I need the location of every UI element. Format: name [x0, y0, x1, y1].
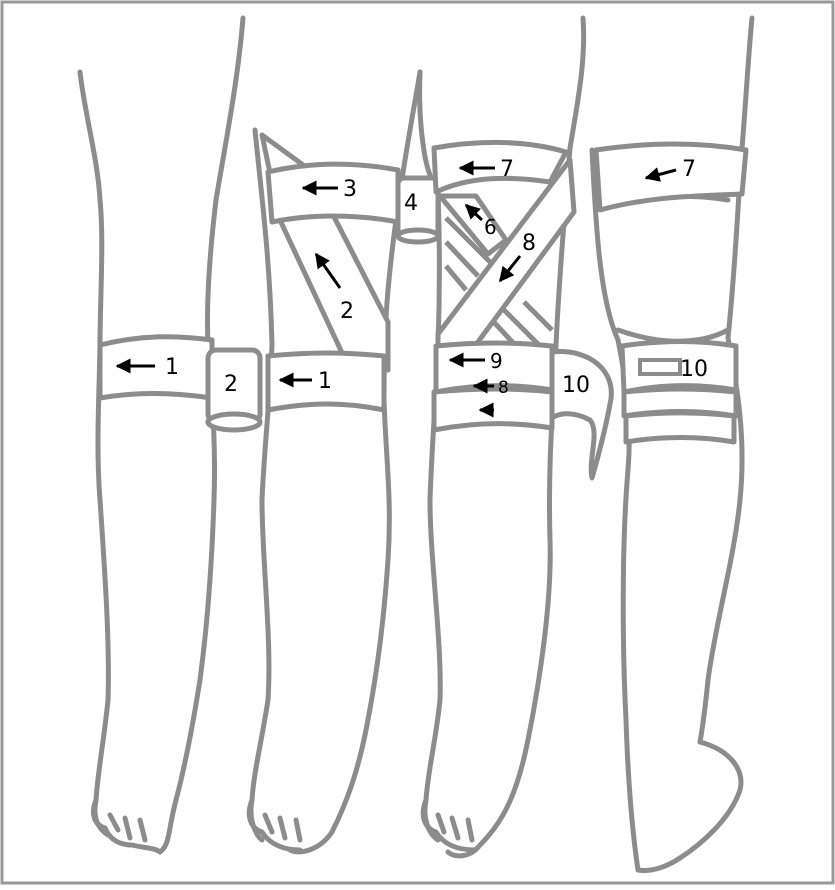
leg-3: 6 8 7 9 8 10	[423, 18, 611, 856]
leg-2-band-2-label: 2	[340, 299, 354, 324]
leg-2-band-3	[268, 164, 398, 222]
leg-4-outline-left	[592, 150, 638, 870]
leg-3-outline-left	[425, 148, 440, 840]
roll-2-label: 2	[224, 372, 238, 397]
leg-3-foot	[423, 800, 475, 850]
leg-2-outline-left	[251, 130, 272, 840]
leg-4: 7 10	[592, 18, 752, 871]
leg-1: 1	[80, 18, 243, 852]
leg-2: 2 3 1	[249, 72, 420, 852]
leg-2-band-1-label: 1	[318, 369, 332, 394]
leg-1-band-1-label: 1	[165, 355, 179, 380]
leg-3-band-8-lower-label: 8	[498, 378, 509, 398]
leg-3-band-6-label: 6	[484, 215, 497, 239]
leg-3-band-10-label: 10	[562, 373, 590, 398]
leg-4-clip	[640, 360, 680, 374]
leg-4-heel	[638, 742, 741, 871]
roll-4-label: 4	[404, 191, 418, 216]
leg-4-lower-band-b	[626, 413, 734, 442]
leg-1-outline-left	[80, 72, 108, 835]
leg-4-band-10-label: 10	[680, 357, 708, 382]
leg-3-band-7-label: 7	[500, 157, 514, 182]
leg-2-foot	[249, 800, 300, 850]
leg-1-outline-right	[160, 18, 243, 852]
leg-1-band-1	[100, 337, 212, 398]
leg-4-band-7-label: 7	[682, 157, 696, 182]
leg-2-band-3-label: 3	[343, 177, 357, 202]
leg-3-band-9-label: 9	[490, 349, 503, 373]
roll-4-strip	[420, 72, 430, 175]
roll-2-end	[208, 414, 260, 430]
leg-3-band-8-label: 8	[522, 231, 536, 256]
leg-3-band-10	[552, 352, 611, 478]
leg-1-foot	[93, 800, 160, 852]
roll-4-end	[398, 230, 438, 242]
roll-2: 2	[208, 350, 260, 430]
